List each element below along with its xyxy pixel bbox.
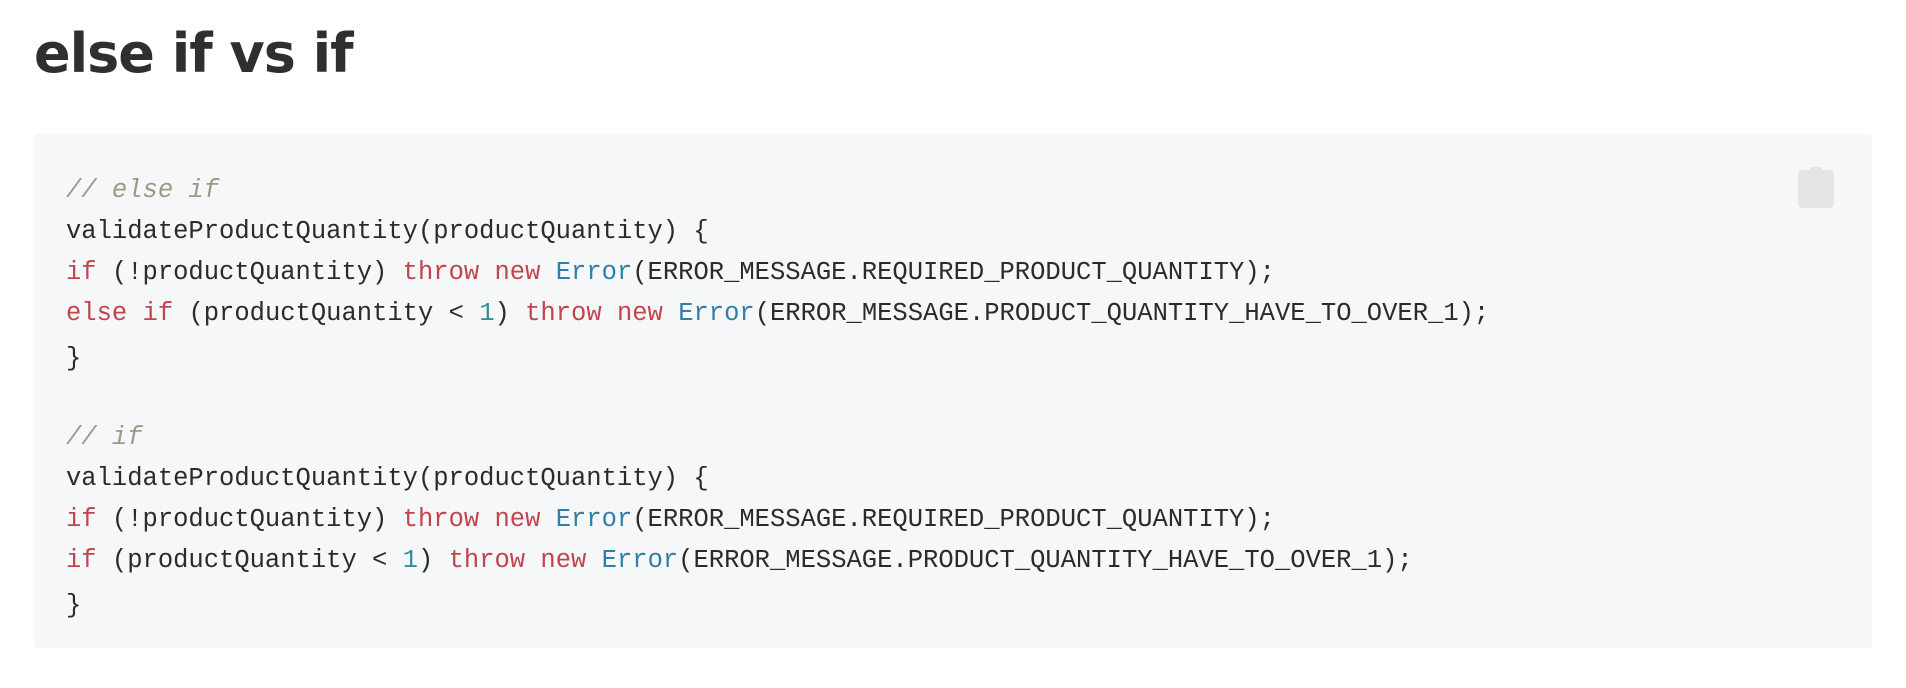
code-keyword: else <box>66 299 128 328</box>
code-class-name: Error <box>678 299 755 328</box>
code-text: (ERROR_MESSAGE.REQUIRED_PRODUCT_QUANTITY… <box>632 258 1275 287</box>
code-block: // else if validateProductQuantity(produc… <box>34 134 1872 648</box>
code-text <box>127 299 142 328</box>
code-class-name: Error <box>601 546 679 575</box>
code-text <box>586 546 601 575</box>
code-keyword: new <box>616 299 663 328</box>
code-line: if (!productQuantity) throw new Error(ER… <box>66 499 1489 540</box>
code-keyword: throw <box>448 546 526 575</box>
copy-code-button[interactable] <box>1798 167 1834 208</box>
code-text <box>540 258 555 287</box>
code-text <box>479 258 494 287</box>
code-comment: // if <box>66 423 143 452</box>
code-keyword: if <box>142 299 174 328</box>
code-number: 1 <box>402 546 418 575</box>
code-text: } <box>66 591 82 620</box>
code-line: // if <box>66 417 1489 458</box>
code-text <box>525 546 540 575</box>
code-keyword: if <box>66 505 97 534</box>
code-text: (productQuantity < <box>96 546 403 575</box>
code-text: (ERROR_MESSAGE.REQUIRED_PRODUCT_QUANTITY… <box>632 505 1275 534</box>
code-keyword: throw <box>525 299 602 328</box>
code-text: (!productQuantity) <box>96 258 403 287</box>
code-text: (ERROR_MESSAGE.PRODUCT_QUANTITY_HAVE_TO_… <box>678 546 1413 575</box>
code-text <box>479 505 494 534</box>
code-text: ) <box>417 546 449 575</box>
code-line: if (!productQuantity) throw new Error(ER… <box>66 252 1489 293</box>
clipboard-icon <box>1810 167 1822 173</box>
code-keyword: throw <box>402 505 480 534</box>
code-line: else if (productQuantity < 1) throw new … <box>66 293 1489 338</box>
code-text: (productQuantity < <box>173 299 480 328</box>
code-line <box>66 379 1489 417</box>
code-text: (!productQuantity) <box>96 505 403 534</box>
page-title: else if vs if <box>34 22 354 85</box>
code-line: validateProductQuantity(productQuantity)… <box>66 211 1489 252</box>
code-text: validateProductQuantity(productQuantity)… <box>66 217 709 246</box>
code-text <box>663 299 678 328</box>
code-keyword: throw <box>402 258 480 287</box>
code-keyword: new <box>494 505 541 534</box>
code-number: 1 <box>479 299 495 328</box>
code-keyword: if <box>66 546 97 575</box>
code-text: (ERROR_MESSAGE.PRODUCT_QUANTITY_HAVE_TO_… <box>754 299 1490 328</box>
code-line: } <box>66 585 1489 626</box>
code-keyword: new <box>540 546 587 575</box>
code-text <box>540 505 555 534</box>
code-text: ) <box>494 299 526 328</box>
code-text: validateProductQuantity(productQuantity)… <box>66 464 709 493</box>
code-line: } <box>66 338 1489 379</box>
code-class-name: Error <box>555 258 633 287</box>
code-line: // else if <box>66 170 1489 211</box>
code-comment: // else if <box>66 176 220 205</box>
code-keyword: new <box>494 258 541 287</box>
code-line: validateProductQuantity(productQuantity)… <box>66 458 1489 499</box>
code-text <box>602 299 617 328</box>
code-keyword: if <box>66 258 97 287</box>
code-content: // else if validateProductQuantity(produc… <box>66 170 1489 626</box>
code-text: } <box>66 344 82 373</box>
code-line: if (productQuantity < 1) throw new Error… <box>66 540 1489 585</box>
code-class-name: Error <box>555 505 633 534</box>
